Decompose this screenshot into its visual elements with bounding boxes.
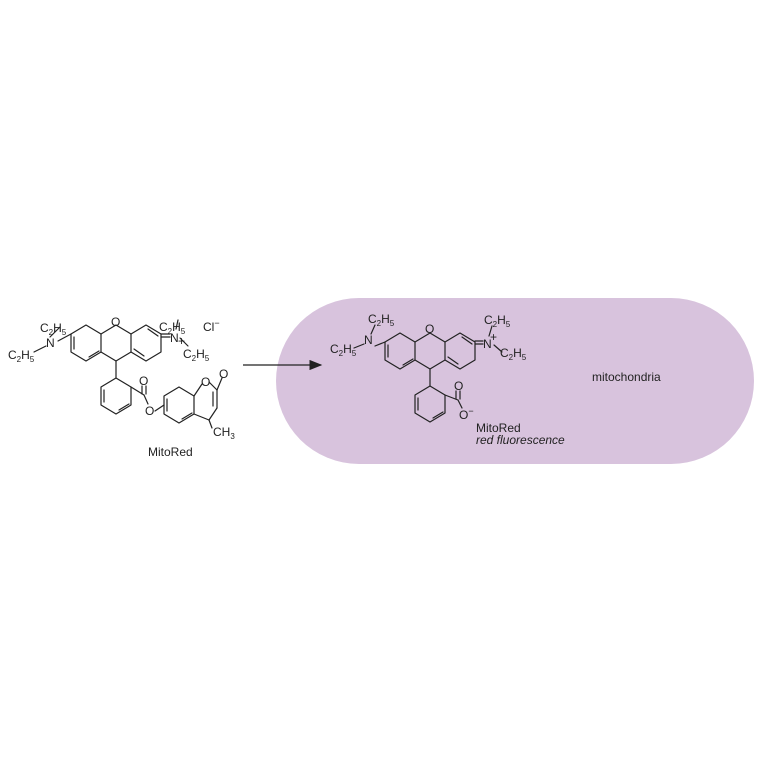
compound-name-right: MitoRed [476,421,521,435]
n-ethyl-bond [49,326,61,338]
double-bond [402,358,414,366]
mitochondria-compartment [276,298,754,464]
carboxylate-bond [457,399,463,409]
phenyl-ring [100,377,132,415]
double-bond [181,412,193,420]
double-bond [447,356,459,365]
lactone-ring-bond [193,413,210,421]
carboxylate-o-label: O [454,379,463,393]
double-bond [118,403,130,411]
lactone-carbonyl-o-label: O [219,367,228,381]
n-ethyl-bond [370,324,376,335]
n-ethyl-bond [179,337,189,347]
xanthene-central-ring [414,332,446,343]
xanthene-left-ring [70,324,102,362]
c-n-bond [57,333,72,342]
iminium-n-label: N [483,337,492,351]
amine-n-label: N [46,336,55,350]
ester-o-label: O [145,404,154,418]
ethyl-group-label: C2H5 [40,321,67,337]
c-n-bond [374,341,386,347]
cation-charge: + [490,330,497,344]
methyl-group-label: CH3 [213,425,235,441]
lactone-ring-bond [208,407,218,421]
ethyl-group-label: C2H5 [500,346,527,362]
n-ethyl-bond [488,325,493,337]
fluorescence-description: red fluorescence [476,433,565,447]
xanthene-right-ring [444,332,476,370]
double-bond [147,328,159,337]
counter-ion-label: Cl− [203,318,220,334]
compartment-label: mitochondria [592,370,661,384]
xanthene-o-label: O [425,322,434,336]
ethyl-group-label: C2H5 [368,312,395,328]
xanthene-right-ring [130,324,162,362]
ethyl-group-label: C2H5 [8,348,35,364]
ethyl-group-label: C2H5 [330,342,357,358]
ethyl-group-label: C2H5 [183,347,210,363]
xanthene-o-label: O [111,315,120,329]
double-bond [133,348,145,357]
cation-charge: + [178,334,185,348]
ethyl-group-label: C2H5 [484,313,511,329]
ethyl-group-label: C2H5 [159,320,186,336]
double-bond [432,411,444,419]
compound-name-left: MitoRed [148,445,193,459]
mitored-ester-structure: C2H5 C2H5 N O C2H5 N + C2H5 Cl− O O O O … [8,315,235,459]
ester-bond [143,394,149,405]
mitored-fluorescent-structure: C2H5 C2H5 N O C2H5 N + C2H5 O O− MitoRed… [330,312,565,447]
n-ethyl-bond [493,344,503,353]
carboxylate-o-minus-label: O− [459,406,474,422]
double-bond [461,336,473,345]
double-bond [88,350,100,358]
ester-bond [154,404,165,412]
iminium-n-label: N [170,331,179,345]
methyl-bond [208,419,213,429]
lactone-carbonyl-bond [216,377,223,391]
coumarin-benzene-ring [163,386,195,424]
n-ethyl-bond [353,343,365,349]
n-ethyl-bond [33,345,47,353]
ester-carbonyl-o-label: O [139,374,148,388]
lactone-ring-o-label: O [201,375,210,389]
amine-n-label: N [364,333,373,347]
xanthene-central-ring [100,324,132,335]
n-ethyl-bond [175,319,179,330]
lactone-ring-bond [193,383,203,397]
xanthene-central-ring [100,351,132,362]
lactone-ring-bond [208,381,218,391]
